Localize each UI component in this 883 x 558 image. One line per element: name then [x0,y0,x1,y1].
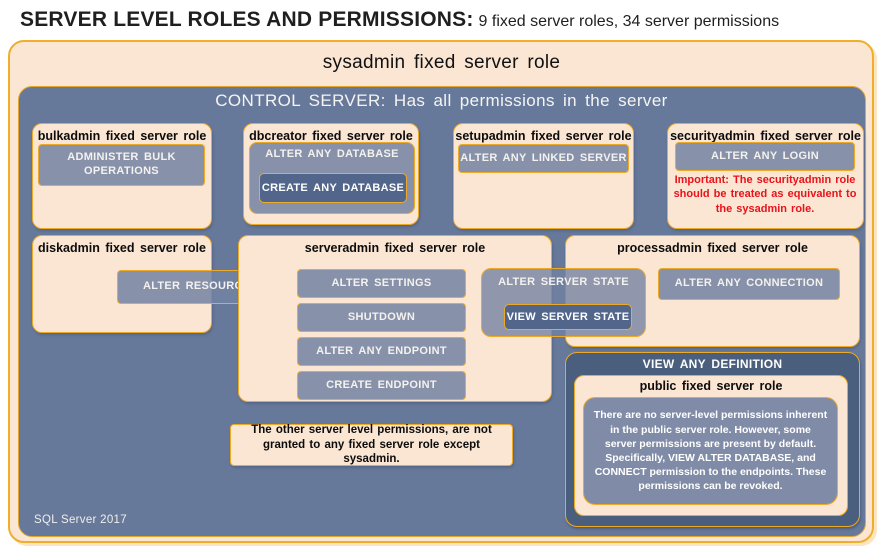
diskadmin-title: diskadmin fixed server role [38,241,206,255]
permission-alter-any-connection: ALTER ANY CONNECTION [658,268,840,300]
public-description-box: There are no server-level permissions in… [583,397,838,505]
role-card-setupadmin: setupadmin fixed server role [453,123,634,229]
alter-server-state-label: ALTER SERVER STATE [498,276,629,288]
page-title-sub: 9 fixed server roles, 34 server permissi… [478,13,780,30]
securityadmin-warning-note: Important: The securityadmin role should… [673,174,857,215]
processadmin-title: processadmin fixed server role [617,241,808,255]
public-title: public fixed server role [639,379,783,393]
bulkadmin-title: bulkadmin fixed server role [37,129,207,143]
role-card-securityadmin: securityadmin fixed server role [667,123,864,229]
setupadmin-title: setupadmin fixed server role [455,129,632,143]
sql-server-version-label: SQL Server 2017 [34,514,127,526]
permission-alter-settings: ALTER SETTINGS [297,269,466,298]
permission-alter-server-state: ALTER SERVER STATE VIEW SERVER STATE [481,268,646,337]
permission-alter-any-database: ALTER ANY DATABASE CREATE ANY DATABASE [249,142,415,214]
public-description-text: There are no server-level permissions in… [593,409,828,493]
permission-alter-any-endpoint: ALTER ANY ENDPOINT [297,337,466,366]
alter-any-database-label: ALTER ANY DATABASE [265,148,399,160]
page-title: SERVER LEVEL ROLES AND PERMISSIONS:9 fix… [20,8,779,32]
permission-administer-bulk-operations: ADMINISTER BULK OPERATIONS [38,144,205,186]
control-server-label: CONTROL SERVER: Has all permissions in t… [215,91,668,110]
dbcreator-title: dbcreator fixed server role [249,129,413,143]
permission-view-any-definition: VIEW ANY DEFINITION public fixed server … [565,352,860,527]
permission-view-server-state: VIEW SERVER STATE [504,304,632,330]
role-card-public: public fixed server role There are no se… [574,375,848,516]
permission-create-endpoint: CREATE ENDPOINT [297,371,466,400]
other-permissions-note-text: The other server level permissions, are … [251,423,492,466]
view-any-definition-label: VIEW ANY DEFINITION [642,357,783,371]
other-permissions-note-box: The other server level permissions, are … [230,424,513,466]
sysadmin-role-label: sysadmin fixed server role [322,52,561,73]
serveradmin-title: serveradmin fixed server role [304,241,486,255]
permission-create-any-database: CREATE ANY DATABASE [259,173,407,203]
permission-alter-any-linked-server: ALTER ANY LINKED SERVER [458,144,629,173]
page-title-main: SERVER LEVEL ROLES AND PERMISSIONS: [20,8,474,31]
permission-shutdown: SHUTDOWN [297,303,466,332]
permission-alter-any-login: ALTER ANY LOGIN [675,142,855,171]
securityadmin-title: securityadmin fixed server role [670,129,861,143]
